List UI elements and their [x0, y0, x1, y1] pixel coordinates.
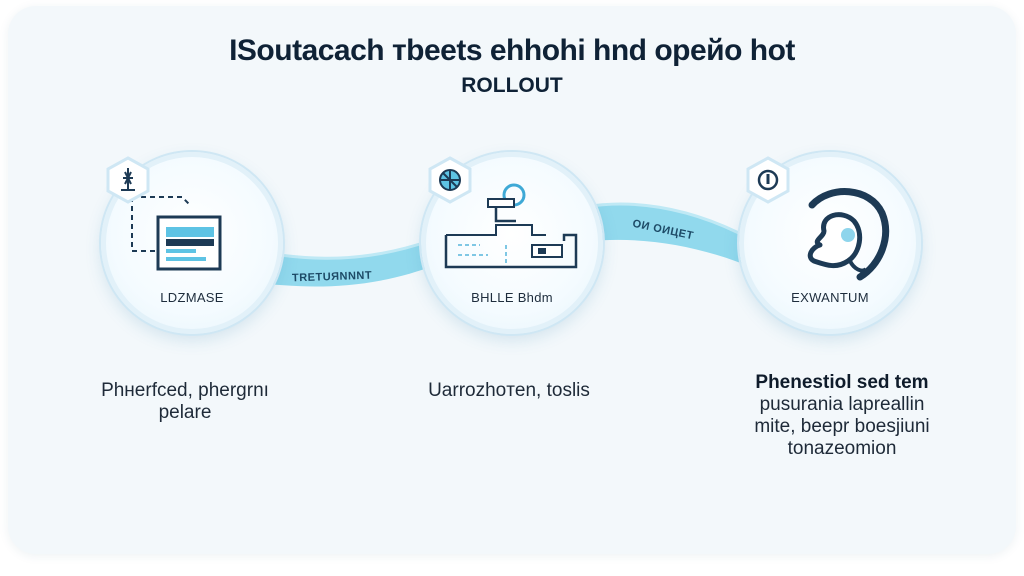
caption-3-line-4: tonazeomion	[787, 438, 897, 459]
caption-3-line-2: pusurania lapreallin	[759, 394, 925, 415]
head-profile-icon	[807, 188, 890, 281]
caption-2-line-1: Uarrozhoтen, toslis	[428, 380, 590, 401]
power-icon	[746, 156, 790, 204]
caption-3-line-3: mite, beepr boesjiuni	[754, 416, 930, 437]
caption-2: Uarrozhoтen, toslis	[394, 380, 624, 402]
antenna-icon	[106, 156, 150, 204]
caption-3-line-1: Phenestiol sed tem	[755, 372, 929, 393]
process-node-1: LDZMASE	[101, 152, 283, 334]
diagram-title: ISoutacach тbeets ehhohi hnd opeйo hot	[229, 34, 795, 67]
window-icon	[131, 196, 222, 271]
caption-1-line-1: Phнerfced, phergrnı	[101, 380, 269, 401]
node-label-2: BHLLE Bhdm	[471, 290, 553, 305]
node-label-3: EXWANTUM	[791, 290, 869, 305]
blueprint-icon	[444, 183, 578, 269]
diagram-subtitle: ROLLOUT	[461, 74, 563, 97]
caption-1-line-2: pelare	[158, 402, 212, 423]
caption-1: Phнerfced, phergrnı pelare	[70, 380, 300, 424]
node-label-1: LDZMASE	[160, 290, 224, 305]
shield-target-icon	[428, 156, 472, 204]
caption-3: Phenestiol sed tem pusurania lapreallin …	[712, 372, 972, 460]
